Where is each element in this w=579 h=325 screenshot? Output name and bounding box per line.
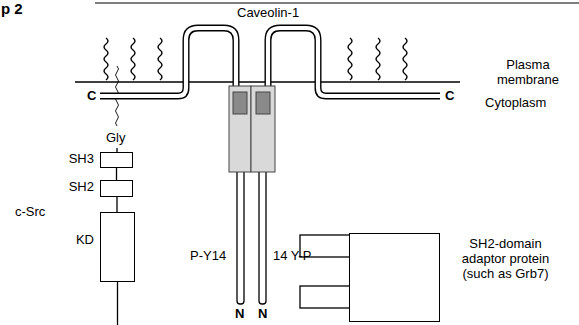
scaffolding-domain	[256, 92, 270, 114]
terminus-label: C	[445, 89, 454, 104]
domain-linker	[116, 197, 117, 212]
region-label: Plasma membrane	[488, 58, 568, 88]
node-label: KD	[76, 233, 94, 248]
oligomerization-domain	[251, 86, 275, 172]
node-label: SH3	[69, 152, 94, 167]
lipid-chain	[403, 38, 407, 80]
phospho-label: 14 Y-P	[273, 249, 311, 264]
top-rule	[95, 2, 579, 3]
region-label: Cytoplasm	[485, 96, 546, 111]
protein-label: c-Src	[15, 205, 45, 220]
node-label: SH2	[69, 180, 94, 195]
node-label: SH2-domain adaptor protein (such as Grb7…	[448, 237, 563, 282]
domain-box: SH3	[100, 152, 133, 168]
terminus-label: N	[235, 307, 244, 322]
lipid-chain	[131, 38, 135, 80]
lipid-chain	[104, 38, 108, 80]
lipid-chain	[376, 38, 380, 80]
scaffolding-domain	[233, 92, 247, 114]
phospho-label: P-Y14	[190, 249, 226, 264]
domain-box: SH2	[100, 180, 133, 197]
protein-label: Caveolin-1	[237, 6, 299, 21]
src-tail	[117, 282, 118, 325]
sh2-domain	[300, 286, 350, 308]
residue-label: Gly	[106, 131, 126, 146]
terminus-label: N	[258, 307, 267, 322]
domain-linker	[116, 168, 117, 180]
kinase-box: KD	[100, 212, 135, 282]
adaptor-box: SH2-domain adaptor protein (such as Grb7…	[349, 233, 440, 322]
lipid-chain	[158, 38, 162, 80]
lipid-chain	[348, 38, 352, 80]
oligomerization-domain	[229, 86, 251, 172]
terminus-label: C	[87, 89, 96, 104]
step-label: p 2	[1, 0, 23, 17]
